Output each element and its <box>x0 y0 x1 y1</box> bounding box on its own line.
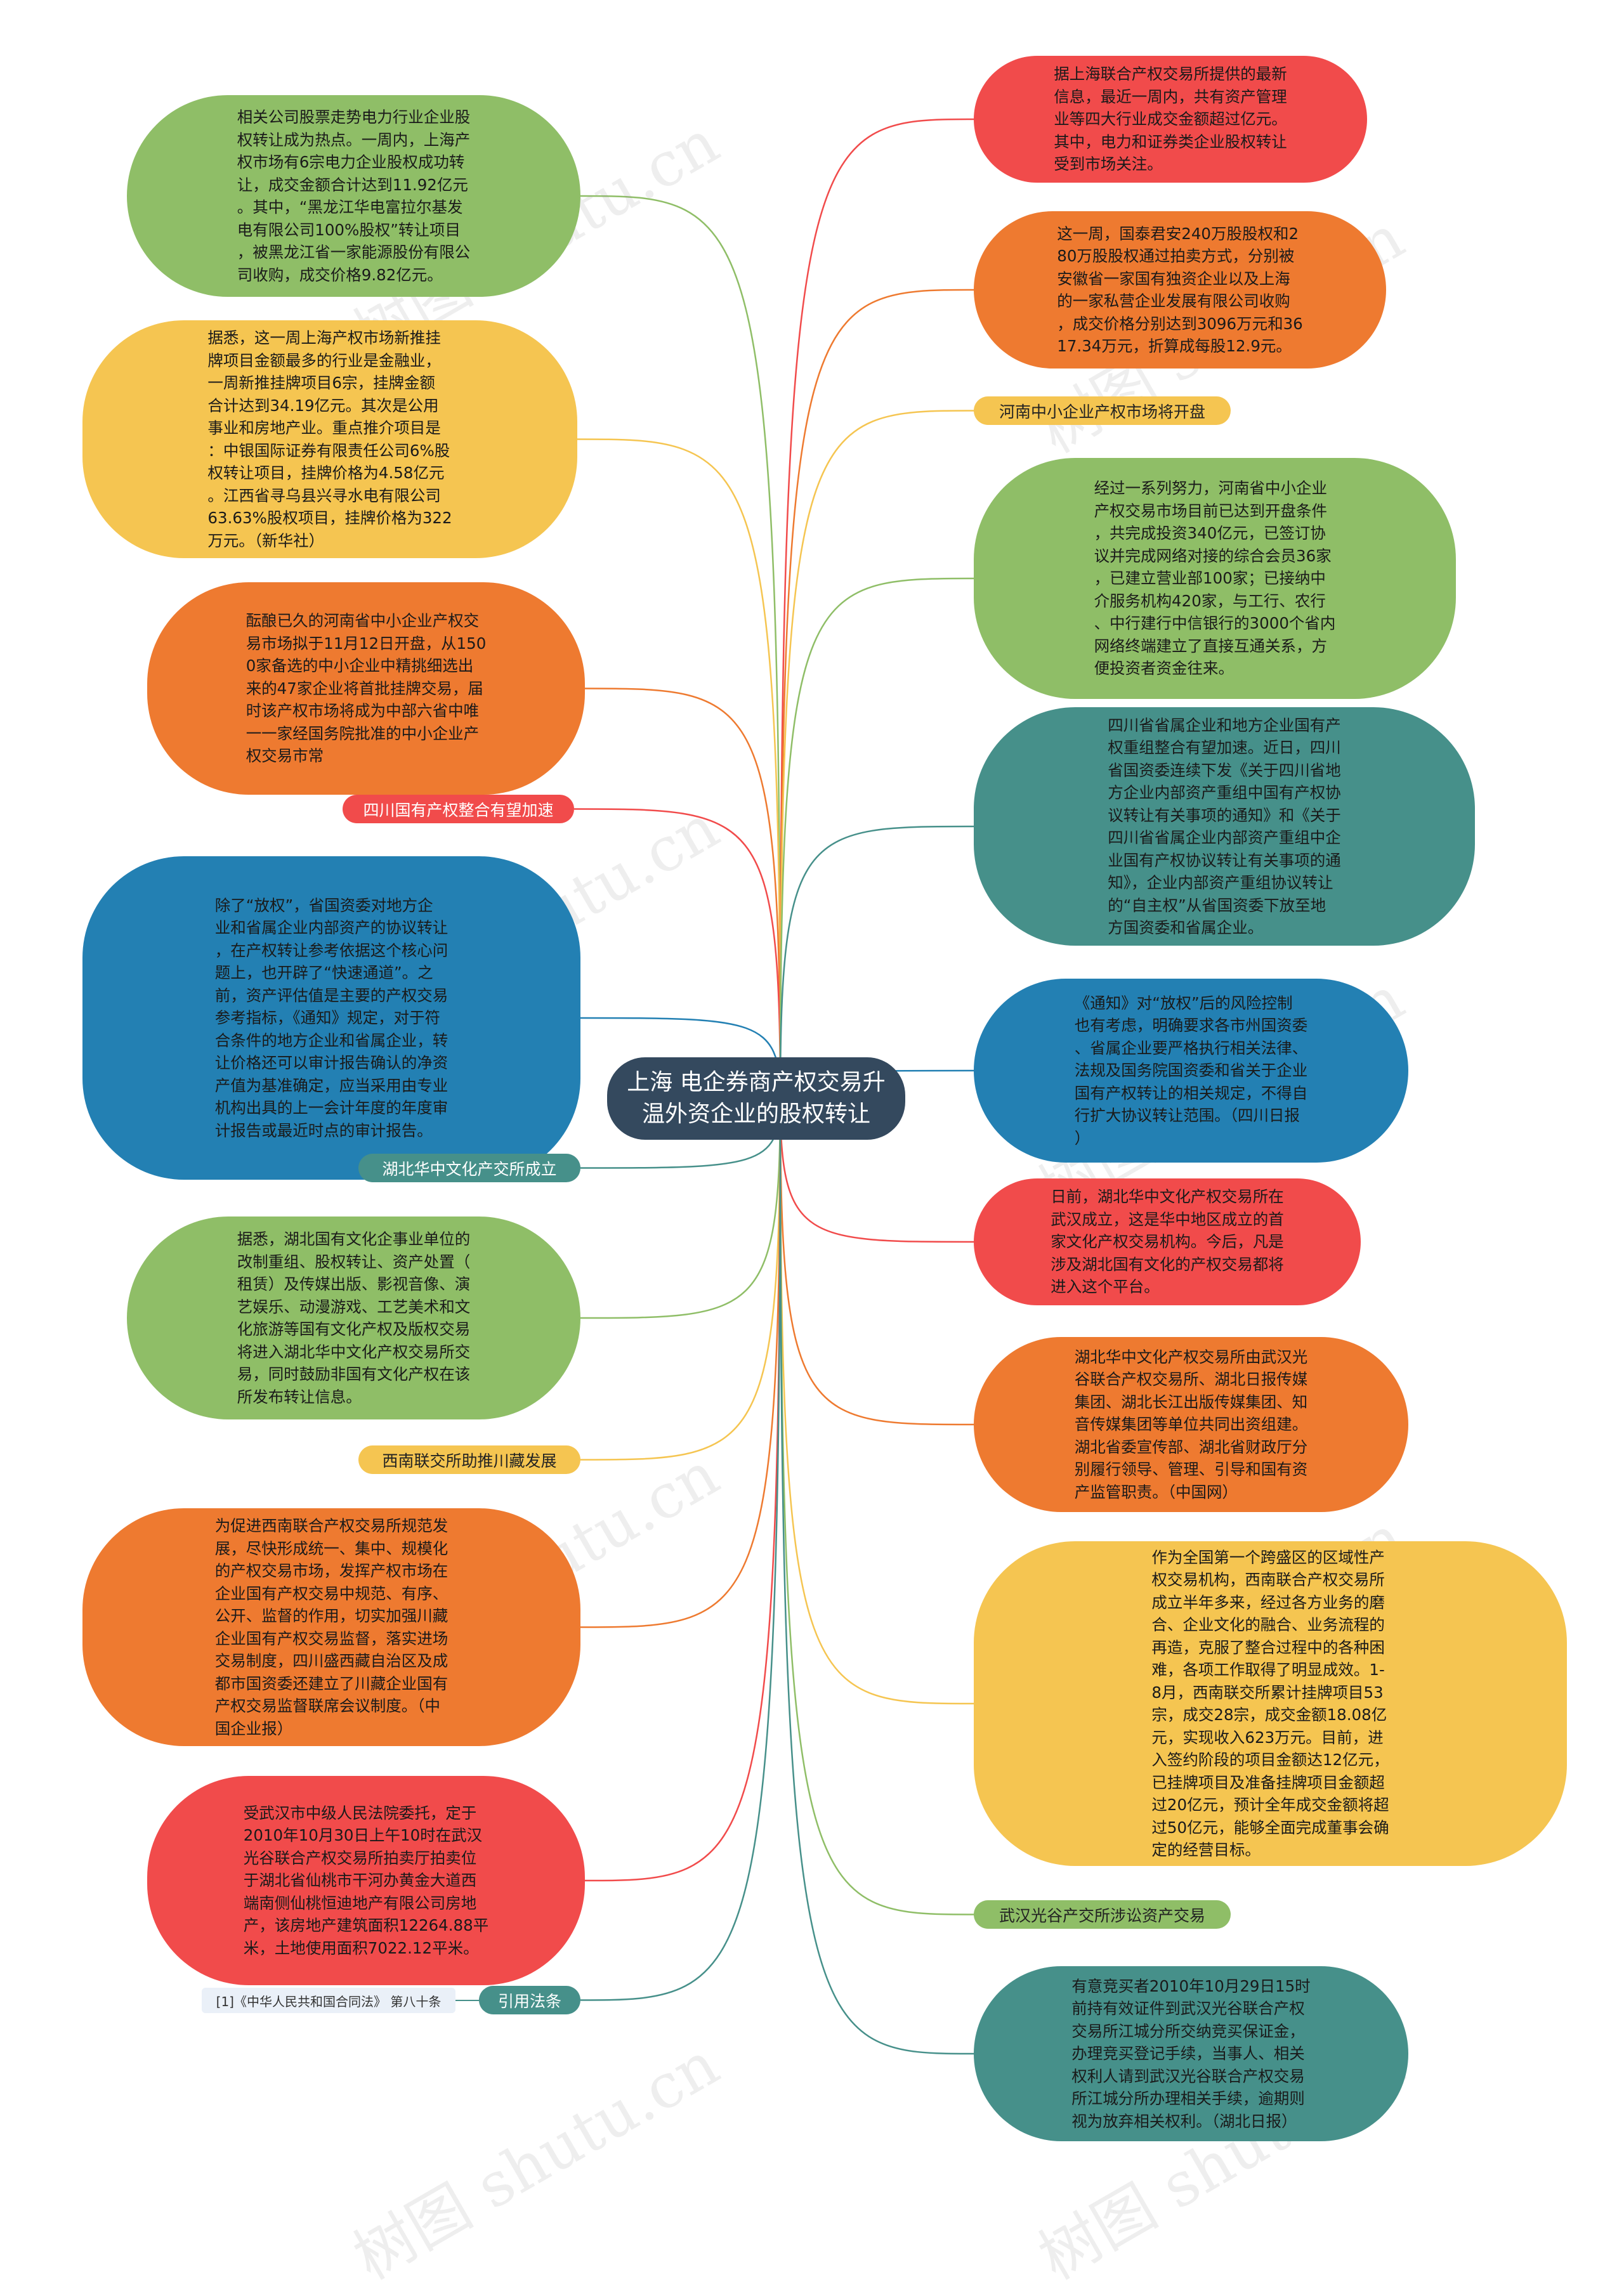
text-bubble-left-9[interactable]: 为促进西南联合产权交易所规范发 展，尽快形成统一、集中、规模化 的产权交易市场，… <box>82 1508 580 1746</box>
text-bubble-right-5[interactable]: 四川省省属企业和地方企业国有产 权重组整合有望加速。近日，四川 省国资委连续下发… <box>974 707 1475 946</box>
bubble-text: 湖北华中文化产权交易所由武汉光 谷联合产权交易所、湖北日报传媒 集团、湖北长江出… <box>1074 1347 1308 1501</box>
connector-left-10 <box>584 1098 782 1882</box>
text-bubble-right-4[interactable]: 经过一系列努力，河南省中小企业 产权交易市场目前已达到开盘条件 ，共完成投资34… <box>974 458 1456 699</box>
connector-right-2 <box>779 289 974 1099</box>
bubble-text: 日前，湖北华中文化产权交易所在 武汉成立，这是华中地区成立的首 家文化产权交易机… <box>1051 1187 1284 1296</box>
connector-right-11 <box>779 1098 974 2055</box>
text-bubble-right-8[interactable]: 湖北华中文化产权交易所由武汉光 谷联合产权交易所、湖北日报传媒 集团、湖北长江出… <box>974 1337 1408 1512</box>
bubble-text: 有意竞买者2010年10月29日15时 前持有效证件到武汉光谷联合产权 交易所江… <box>1071 1976 1311 2130</box>
bubble-text: 经过一系列努力，河南省中小企业 产权交易市场目前已达到开盘条件 ，共完成投资34… <box>1094 479 1336 678</box>
text-bubble-right-7[interactable]: 日前，湖北华中文化产权交易所在 武汉成立，这是华中地区成立的首 家文化产权交易机… <box>974 1178 1361 1305</box>
text-bubble-left-2[interactable]: 据悉，这一周上海产权市场新推挂 牌项目金额最多的行业是金融业， 一周新推挂牌项目… <box>82 320 577 558</box>
topic-node-left-4[interactable]: 四川国有产权整合有望加速 <box>343 795 574 823</box>
topic-node-right-10[interactable]: 武汉光谷产交所涉讼资产交易 <box>974 1900 1231 1929</box>
connector-right-9 <box>779 1098 974 1705</box>
text-bubble-left-5[interactable]: 除了“放权”，省国资委对地方企 业和省属企业内部资产的协议转让 ，在产权转让参考… <box>82 856 580 1180</box>
topic-node-left-8[interactable]: 西南联交所助推川藏发展 <box>358 1445 580 1474</box>
connector-left-1 <box>580 195 782 1099</box>
connector-right-7 <box>779 1098 974 1243</box>
connector-left-7 <box>580 1098 782 1319</box>
root-topic[interactable]: 上海 电企券商产权交易升 温外资企业的股权转让 <box>607 1057 905 1140</box>
topic-node-left-6[interactable]: 湖北华中文化产交所成立 <box>358 1154 580 1182</box>
bubble-text: 四川省省属企业和地方企业国有产 权重组整合有望加速。近日，四川 省国资委连续下发… <box>1108 715 1341 937</box>
reference-note: [1]《中华人民共和国合同法》 第八十条 <box>202 1988 455 2013</box>
bubble-text: 为促进西南联合产权交易所规范发 展，尽快形成统一、集中、规模化 的产权交易市场，… <box>214 1517 449 1738</box>
bubble-text: 除了“放权”，省国资委对地方企 业和省属企业内部资产的协议转让 ，在产权转让参考… <box>214 896 449 1140</box>
bubble-text: 相关公司股票走势电力行业企业股 权转让成为热点。一周内，上海产 权市场有6宗电力… <box>237 108 471 284</box>
connector-left-8 <box>580 1098 782 1461</box>
connector-right-8 <box>779 1098 974 1426</box>
connector-left-3 <box>584 688 782 1099</box>
connector-right-3 <box>779 410 974 1099</box>
text-bubble-right-9[interactable]: 作为全国第一个跨盛区的区域性产 权交易机构，西南联合产权交易所 成立半年多来，经… <box>974 1541 1567 1866</box>
text-bubble-left-3[interactable]: 酝酿已久的河南省中小企业产权交 易市场拟于11月12日开盘，从150 0家备选的… <box>147 582 585 795</box>
text-bubble-right-2[interactable]: 这一周，国泰君安240万股股权和2 80万股股权通过拍卖方式，分别被 安徽省一家… <box>974 211 1386 369</box>
bubble-text: 据上海联合产权交易所提供的最新 信息，最近一周内，共有资产管理 业等四大行业成交… <box>1054 65 1287 174</box>
bubble-text: 据悉，湖北国有文化企事业单位的 改制重组、股权转让、资产处置（ 租赁）及传媒出版… <box>237 1230 471 1406</box>
text-bubble-left-7[interactable]: 据悉，湖北国有文化企事业单位的 改制重组、股权转让、资产处置（ 租赁）及传媒出版… <box>127 1216 580 1419</box>
connector-left-2 <box>577 438 782 1099</box>
topic-node-right-3[interactable]: 河南中小企业产权市场将开盘 <box>974 396 1231 425</box>
connector-left-11 <box>580 1098 782 2001</box>
bubble-text: 据悉，这一周上海产权市场新推挂 牌项目金额最多的行业是金融业， 一周新推挂牌项目… <box>207 329 452 550</box>
connector-left-4 <box>573 808 782 1099</box>
connector-left-9 <box>580 1098 782 1628</box>
bubble-text: 《通知》对“放权”后的风险控制 也有考虑，明确要求各市州国资委 、省属企业要严格… <box>1074 993 1308 1147</box>
connector-right-5 <box>779 825 974 1099</box>
bubble-text: 酝酿已久的河南省中小企业产权交 易市场拟于11月12日开盘，从150 0家备选的… <box>246 611 487 766</box>
text-bubble-right-1[interactable]: 据上海联合产权交易所提供的最新 信息，最近一周内，共有资产管理 业等四大行业成交… <box>974 56 1367 183</box>
text-bubble-right-11[interactable]: 有意竞买者2010年10月29日15时 前持有效证件到武汉光谷联合产权 交易所江… <box>974 1966 1408 2141</box>
text-bubble-left-1[interactable]: 相关公司股票走势电力行业企业股 权转让成为热点。一周内，上海产 权市场有6宗电力… <box>127 95 580 297</box>
connector-right-4 <box>779 577 974 1099</box>
topic-node-left-11[interactable]: 引用法条 <box>479 1986 580 2014</box>
text-bubble-left-10[interactable]: 受武汉市中级人民法院委托，定于 2010年10月30日上午10时在武汉 光谷联合… <box>147 1776 585 1985</box>
bubble-text: 作为全国第一个跨盛区的区域性产 权交易机构，西南联合产权交易所 成立半年多来，经… <box>1151 1548 1389 1860</box>
bubble-text: 受武汉市中级人民法院委托，定于 2010年10月30日上午10时在武汉 光谷联合… <box>243 1803 489 1957</box>
text-bubble-right-6[interactable]: 《通知》对“放权”后的风险控制 也有考虑，明确要求各市州国资委 、省属企业要严格… <box>974 979 1408 1163</box>
bubble-text: 这一周，国泰君安240万股股权和2 80万股股权通过拍卖方式，分别被 安徽省一家… <box>1057 224 1303 356</box>
connector-right-1 <box>779 118 974 1099</box>
